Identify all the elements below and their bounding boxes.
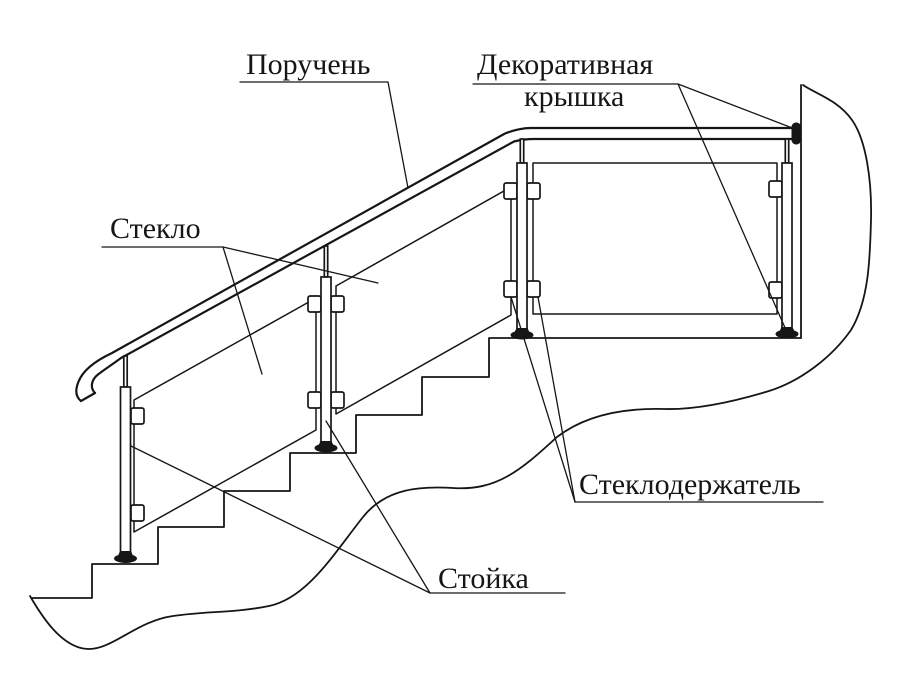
leader-post-to-post-1 — [130, 445, 431, 594]
glass-panel-lower — [133, 297, 317, 533]
railing-post-3 — [503, 138, 541, 340]
post-3-glass-clamp-upper-left-icon — [503, 182, 518, 200]
post-2-glass-clamp-upper-right-icon — [330, 295, 345, 313]
label-handrail: Поручень — [246, 48, 370, 81]
label-decorative-cap-line2: крышка — [524, 80, 624, 113]
post-3-stem — [519, 138, 525, 164]
leader-post-to-post-2 — [325, 420, 431, 594]
handrail-inner-line — [90, 137, 802, 395]
label-glass-holder: Стеклодержатель — [579, 468, 801, 501]
post-1-stem — [122, 355, 129, 388]
leader-decorative-cap-to-post-base — [677, 83, 787, 331]
post-4-stem — [784, 138, 790, 164]
leader-decorative-cap-to-rail-end — [472, 83, 796, 130]
ground-break-wavy-line — [29, 84, 872, 650]
post-2-glass-clamp-upper-left-icon — [307, 295, 322, 313]
post-2-glass-clamp-lower-left-icon — [307, 391, 322, 409]
post-4-base-plate — [775, 329, 799, 339]
leader-glass-holder-left-clamp — [510, 296, 576, 503]
leader-glass-holder-right-clamp — [537, 296, 576, 503]
railing-post-4 — [768, 138, 799, 339]
post-3-tube — [516, 162, 528, 333]
label-post: Стойка — [438, 562, 529, 595]
leader-handrail — [239, 81, 409, 189]
decorative-cap-icon — [791, 122, 801, 145]
label-decorative-cap-line1: Декоративная — [477, 48, 653, 81]
glass-panel-middle — [335, 186, 512, 415]
post-3-glass-clamp-upper-right-icon — [526, 182, 541, 200]
post-3-glass-clamp-lower-left-icon — [503, 280, 518, 298]
post-1-base-plate — [114, 554, 137, 563]
post-2-glass-clamp-lower-right-icon — [330, 391, 345, 409]
handrail-outer-line — [75, 126, 802, 403]
post-2-tube — [320, 276, 332, 446]
post-1-glass-clamp-upper-icon — [130, 407, 145, 425]
glass-panel-landing — [532, 162, 778, 315]
post-1-tube — [119, 386, 132, 558]
post-4-glass-clamp-upper-icon — [768, 180, 783, 198]
post-2-base-plate — [314, 443, 338, 453]
leader-glass-to-middle-panel — [222, 246, 379, 284]
railing-post-1 — [114, 355, 145, 563]
post-4-tube — [781, 162, 793, 332]
staircase-steps-outline — [31, 337, 802, 599]
handrail-end-tip — [79, 391, 97, 403]
post-2-stem — [323, 245, 329, 278]
post-3-base-plate — [510, 330, 534, 340]
label-glass: Стекло — [110, 212, 201, 245]
post-3-glass-clamp-lower-right-icon — [526, 280, 541, 298]
railing-post-2 — [307, 245, 345, 453]
post-1-glass-clamp-lower-icon — [130, 504, 145, 522]
